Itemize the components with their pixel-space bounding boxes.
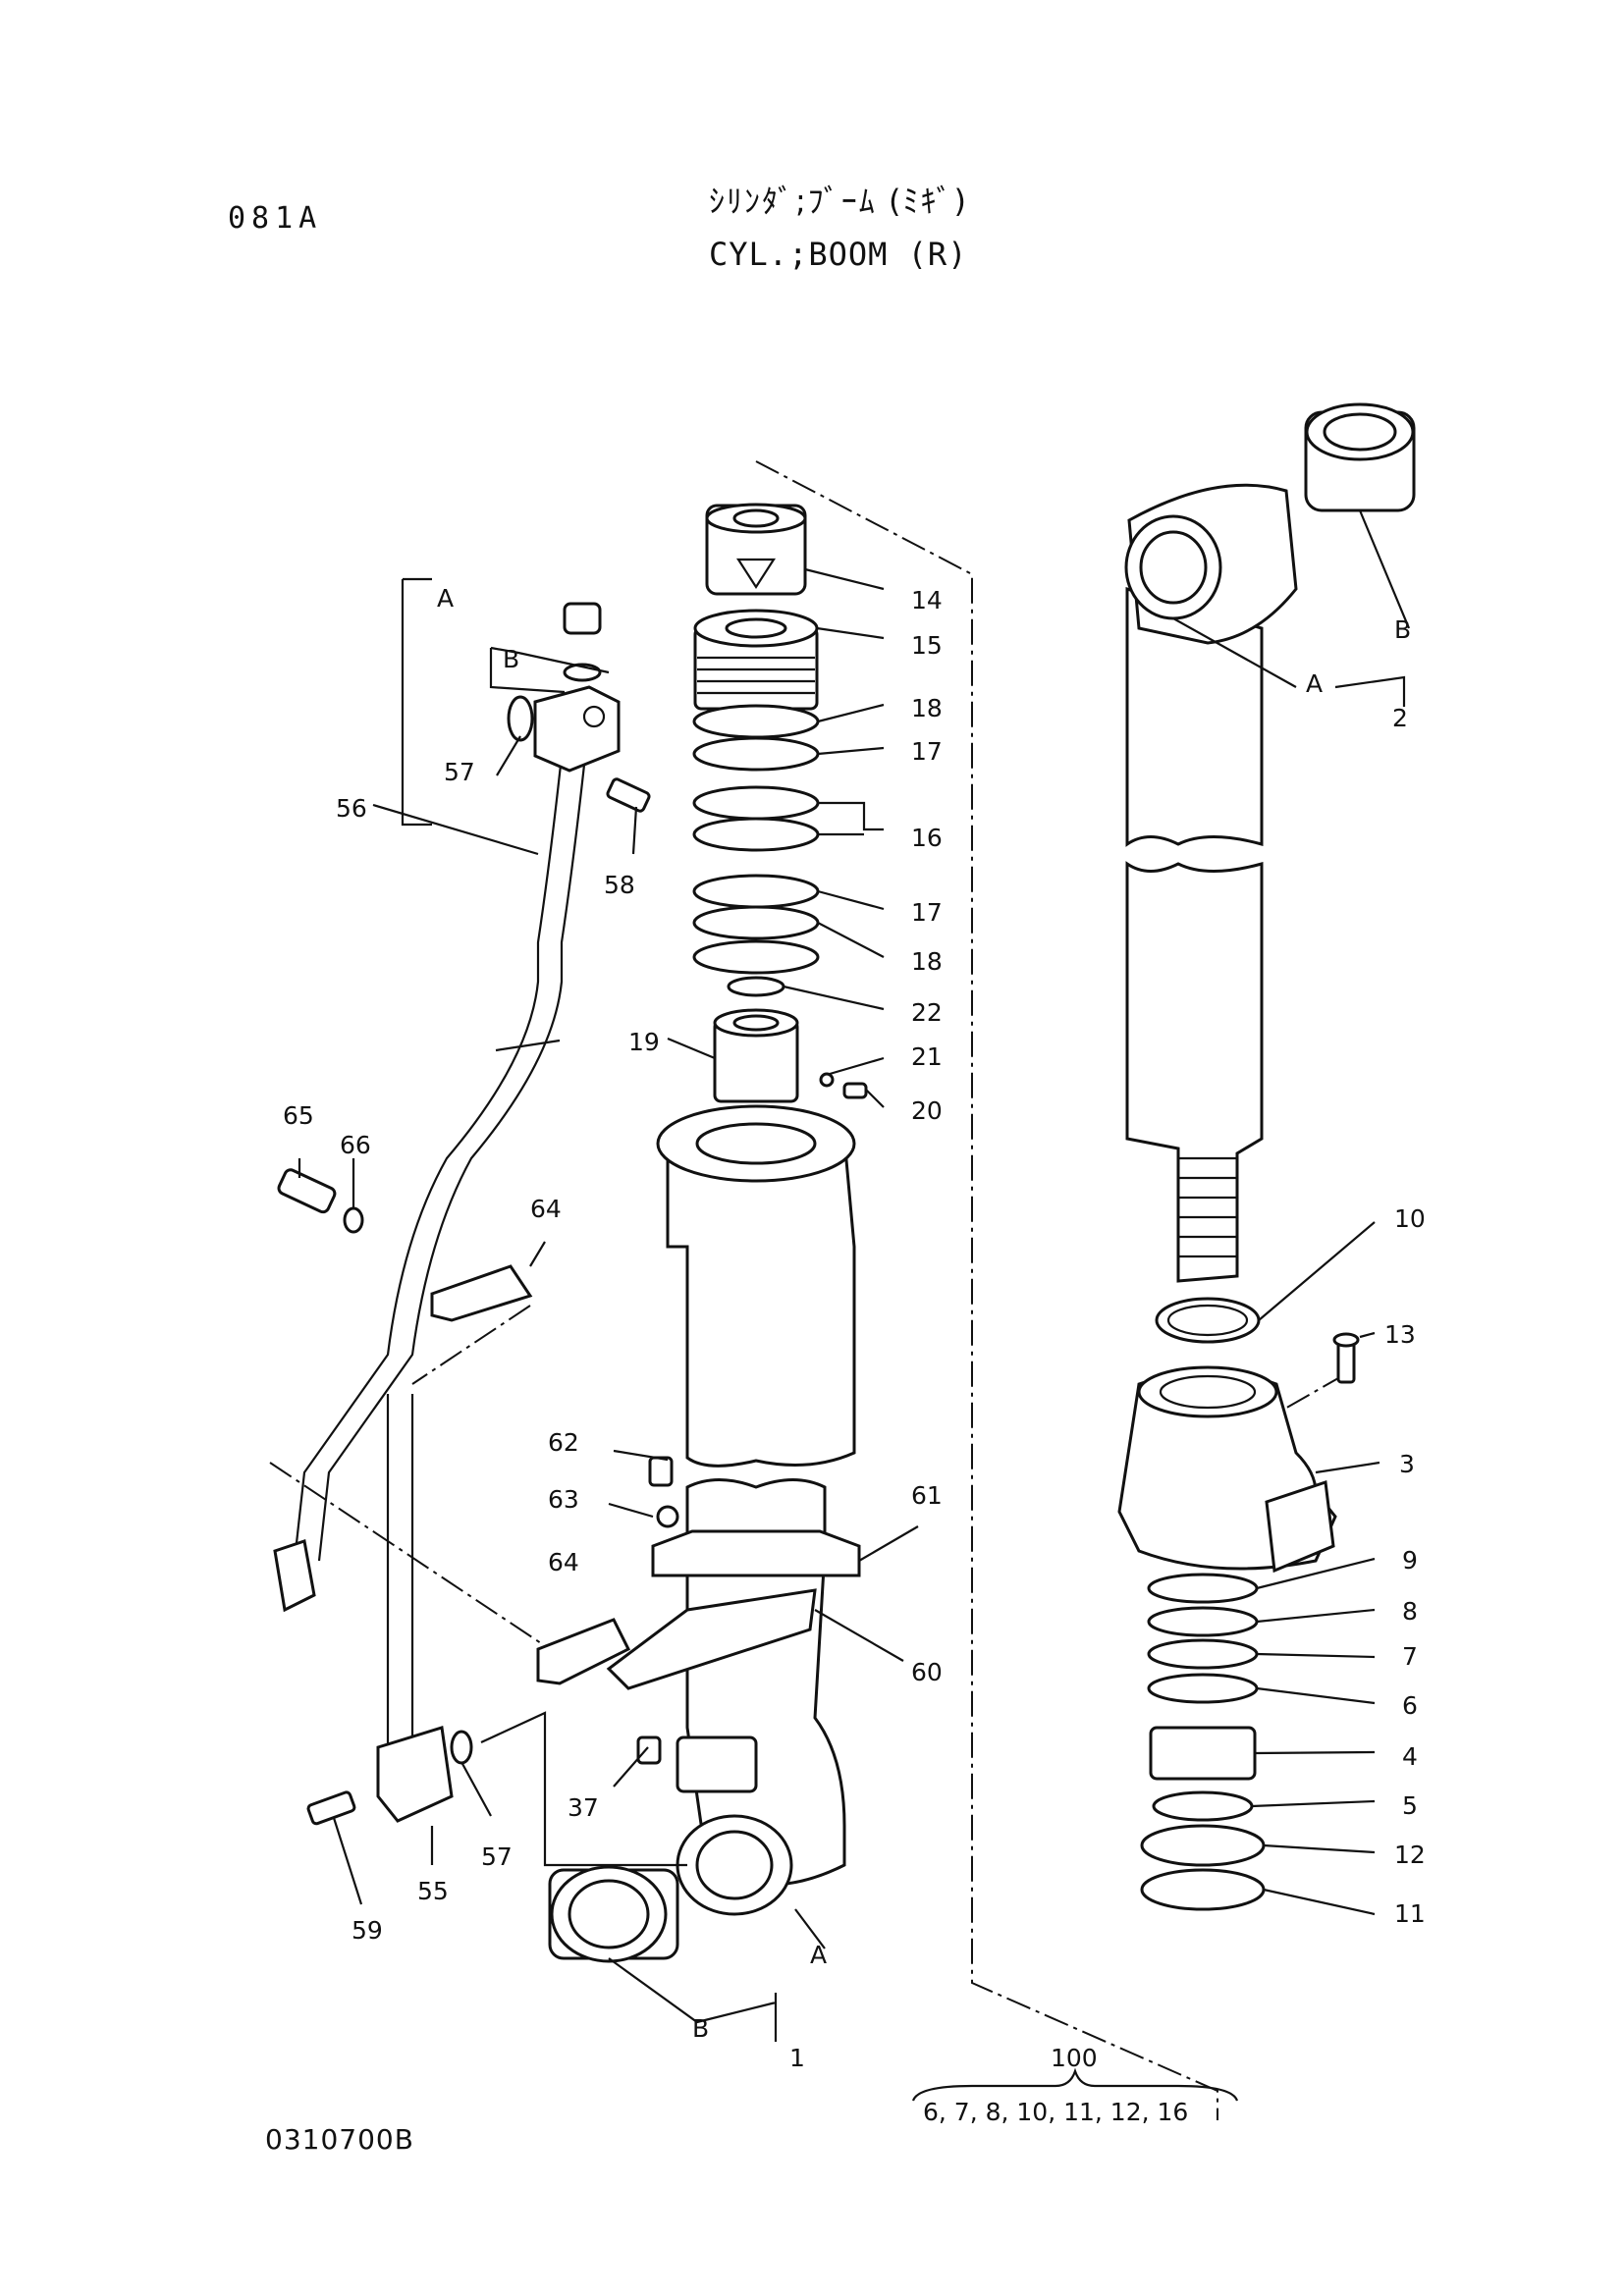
title-english: CYL.;BOOM (R) [709,236,968,273]
head-seal-stack [1140,1573,1266,1911]
title-japanese: ｼﾘﾝﾀﾞ;ﾌﾞｰﾑ (ﾐｷﾞ) [709,183,968,220]
label-a-rod: A [1306,669,1323,698]
label-56: 56 [336,794,367,823]
part-65-bolt [277,1168,337,1214]
part-15-piston [693,609,819,711]
label-2: 2 [1392,704,1408,732]
part-3-cylinder-head [1117,1365,1337,1574]
label-18a: 18 [911,694,943,722]
part-14-cushion [705,503,807,596]
label-6: 6 [1402,1691,1418,1720]
label-61: 61 [911,1481,943,1510]
label-60: 60 [911,1658,943,1686]
label-65: 65 [283,1101,314,1130]
label-22: 22 [911,998,943,1027]
part-10-wiper-ring [1155,1297,1261,1344]
part-13-bolt [1332,1332,1360,1384]
part-58-bolt [606,777,651,813]
part-37-grease-fitting [636,1735,758,1793]
part-55-flange-lower [273,1539,454,1823]
label-21: 21 [911,1042,943,1071]
part-64-clamp-lower [536,1618,631,1685]
part-2-piston-rod [1124,483,1298,1283]
label-14: 14 [911,586,943,614]
document-code: 0310700B [265,2123,414,2156]
label-16: 16 [911,824,943,852]
parts-20-21-setscrew [819,1072,868,1099]
part-56-flange-upper [533,685,621,773]
kit-brace [911,2067,1239,2102]
leader-lines [298,509,1411,2042]
kit-contents: 6, 7, 8, 10, 11, 12, 16 [923,2098,1188,2126]
part-57-oring-lower [450,1730,473,1765]
label-b-plug: B [503,645,519,673]
label-20: 20 [911,1096,943,1125]
label-12: 12 [1394,1841,1426,1869]
label-64a: 64 [530,1195,562,1223]
label-1: 1 [789,2044,805,2072]
label-b-rod: B [1394,615,1411,644]
label-58: 58 [604,871,635,899]
dash-link-57 [480,1711,687,1867]
part-2-bushing-b [1304,402,1416,512]
label-13: 13 [1384,1320,1416,1349]
label-37: 37 [568,1793,599,1822]
part-60-clamp-band [606,1529,861,1690]
label-9: 9 [1402,1546,1418,1575]
label-57a: 57 [444,758,475,786]
label-7: 7 [1402,1642,1418,1671]
kit-number: 100 [1051,2044,1098,2072]
part-1-cylinder-tube [656,1104,856,1916]
label-55: 55 [417,1877,449,1905]
label-59: 59 [352,1916,383,1945]
part-59-bolt [306,1790,356,1826]
part-19-nut [713,1008,799,1103]
assembly-centerline [755,460,1218,2120]
label-4: 4 [1402,1742,1418,1771]
label-5: 5 [1402,1791,1418,1820]
label-8: 8 [1402,1597,1418,1626]
label-19: 19 [628,1028,660,1056]
part-57-oring-upper [507,695,534,742]
label-64b: 64 [548,1548,579,1576]
label-17a: 17 [911,737,943,766]
page-code: 081A [228,201,323,236]
label-18b: 18 [911,947,943,976]
pipe-centerline [269,1305,1346,1670]
part-64-clamp-upper [430,1264,533,1322]
label-10: 10 [1394,1204,1426,1233]
label-66: 66 [340,1131,371,1159]
label-a-plug: A [437,584,454,613]
label-11: 11 [1394,1899,1426,1928]
part-1-bushing-b [548,1865,679,1963]
label-b-tube: B [692,2014,709,2043]
label-57b: 57 [481,1842,513,1871]
part-56-pipe [293,755,587,1747]
label-3: 3 [1399,1450,1415,1478]
label-a-tube: A [810,1941,827,1969]
label-63: 63 [548,1485,579,1514]
label-15: 15 [911,631,943,660]
label-62: 62 [548,1428,579,1457]
part-66-washer [343,1206,364,1234]
parts-62-63-bolt-washer [648,1456,679,1528]
piston-rings-stack [692,704,820,997]
label-17b: 17 [911,898,943,927]
